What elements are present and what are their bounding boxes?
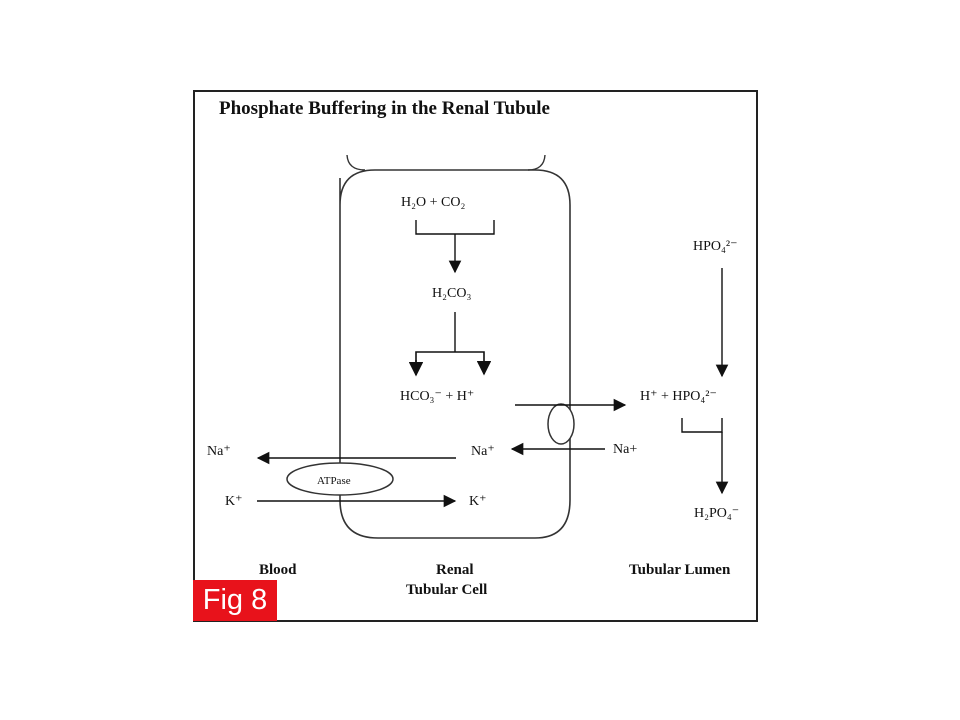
renal-region-label: Renal bbox=[436, 562, 474, 578]
carbonic-reaction-arrow bbox=[415, 220, 495, 274]
h2po4-label: H₂PO₄⁻ bbox=[694, 506, 739, 521]
blood-region-label: Blood bbox=[259, 562, 297, 578]
membrane-channel bbox=[547, 403, 575, 445]
hpo4-top-label: HPO₄²⁻ bbox=[693, 239, 737, 254]
figure-frame bbox=[193, 90, 758, 622]
atpase-pump bbox=[286, 462, 394, 496]
tubular-cell-region-label: Tubular Cell bbox=[406, 582, 487, 598]
tubular-cell-outline bbox=[339, 154, 571, 539]
phosphate-combination-arrow bbox=[681, 418, 729, 495]
hco3-h-label: HCO₃⁻ + H⁺ bbox=[400, 389, 474, 404]
k-blood-label: K⁺ bbox=[225, 494, 243, 509]
h-hpo4-label: H⁺ + HPO₄²⁻ bbox=[640, 389, 717, 404]
na-blood-label: Na⁺ bbox=[207, 444, 231, 459]
figure-title: Phosphate Buffering in the Renal Tubule bbox=[219, 98, 550, 119]
figure-number-badge: Fig 8 bbox=[193, 580, 277, 621]
h2co3-label: H₂CO₃ bbox=[432, 286, 471, 301]
atpase-label: ATPase bbox=[317, 475, 351, 487]
k-cell-label: K⁺ bbox=[469, 494, 487, 509]
na-cell-label: Na⁺ bbox=[471, 444, 495, 459]
h2o-co2-label: H₂O + CO₂ bbox=[401, 195, 465, 210]
na-lumen-label: Na+ bbox=[613, 442, 637, 457]
lumen-region-label: Tubular Lumen bbox=[629, 562, 731, 578]
dissociation-arrow bbox=[408, 312, 492, 377]
